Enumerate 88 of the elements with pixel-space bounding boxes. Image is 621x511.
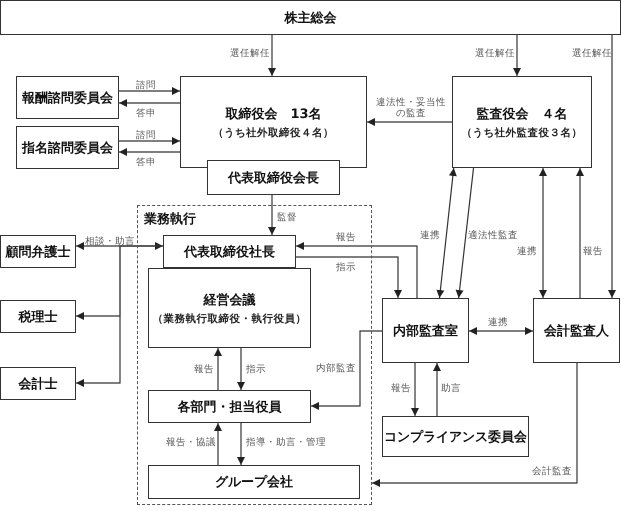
edge-label: 答申: [136, 157, 156, 168]
group-title: 業務執行: [144, 211, 196, 228]
edge-label: 選任解任: [475, 48, 515, 60]
box-title: 経営会議: [204, 292, 256, 308]
box-title: 指名諮問委員会: [22, 140, 113, 156]
arrow: [411, 363, 419, 416]
arrow: [433, 363, 441, 416]
arrow: [119, 99, 180, 107]
arrow: [436, 168, 457, 298]
box-title: 監査役会 ４名: [476, 106, 568, 122]
meeting-box: [148, 268, 311, 348]
box-title: 顧問弁護士: [6, 244, 70, 260]
edge-label: 報告: [194, 364, 214, 376]
arrow: [469, 327, 533, 335]
box-title: 代表取締役会長: [228, 170, 319, 186]
committee-box: [16, 76, 119, 119]
edge-label: 連携: [488, 317, 508, 328]
arrow: [456, 168, 474, 298]
president-box: [163, 235, 296, 268]
auditor-box: [533, 298, 620, 363]
box-title: グループ会社: [215, 474, 293, 491]
edge-label: 指導・助言・管理: [246, 437, 326, 448]
arrow: [237, 423, 245, 465]
arrow: [576, 168, 584, 298]
edge-label: 諮問: [136, 80, 156, 92]
box-subtitle: （業務執行取締役・執行役員）: [152, 312, 306, 326]
edge-label: 内部監査: [316, 363, 356, 374]
box-subtitle: （うち社外監査役３名）: [462, 126, 582, 140]
board-box: [452, 76, 592, 168]
subsidiary-box: [148, 465, 360, 499]
arrow: [76, 245, 163, 387]
arrow: [76, 242, 163, 250]
department-box: [148, 390, 311, 423]
edge-label: 答申: [136, 108, 156, 120]
box-title: コンプライアンス委員会: [384, 428, 527, 446]
audit-office-box: [382, 298, 469, 363]
edge-label: 指示: [246, 364, 266, 376]
committee-box: [16, 126, 119, 169]
arrow: [539, 168, 547, 298]
board-box: [180, 76, 367, 168]
edge-label: 指示: [336, 262, 356, 274]
box-title: 取締役会 13名: [225, 106, 322, 122]
edge-label: 諮問: [136, 130, 156, 142]
dashed-group-frame: [137, 205, 372, 505]
edge-label: 助言: [441, 383, 461, 394]
arrow: [296, 256, 402, 298]
arrow: [268, 35, 276, 76]
box-title: 会計監査人: [544, 322, 609, 340]
arrow: [372, 363, 578, 487]
arrow: [513, 35, 521, 76]
box-title: 内部監査室: [393, 322, 458, 340]
chairman-box: [207, 160, 340, 195]
edge-label: 報告: [336, 232, 356, 244]
committee-box: [382, 416, 529, 457]
edge-label: 報告・協議: [166, 437, 216, 448]
arrow: [296, 242, 418, 298]
box-subtitle: （うち社外取締役４名）: [213, 126, 334, 140]
arrow: [214, 423, 222, 465]
arrow: [608, 35, 616, 298]
edge-label: 連携: [420, 230, 440, 242]
edge-label: 相談・助言: [85, 236, 135, 248]
box-title: 報酬諮問委員会: [22, 90, 113, 106]
box-title: 税理士: [18, 308, 58, 326]
box-title: 会計士: [18, 376, 58, 392]
edge-label: 選任解任: [572, 48, 612, 60]
edge-label: 適法性監査: [468, 230, 518, 242]
arrow: [214, 348, 222, 390]
arrow: [119, 148, 180, 156]
edge-label: 会計監査: [532, 466, 572, 478]
advisor-box: [0, 300, 76, 333]
arrow: [119, 87, 180, 95]
advisor-box: [0, 235, 76, 268]
arrow: [268, 195, 276, 235]
edge-label: 選任解任: [230, 48, 270, 60]
edge-label: 連携: [517, 246, 537, 258]
box-title: 株主総会: [284, 10, 336, 26]
arrow: [119, 137, 180, 145]
arrow: [311, 330, 382, 410]
arrow: [367, 118, 452, 126]
edge-label: 報告: [583, 246, 603, 258]
box-title: 各部門・担当役員: [178, 398, 282, 416]
edge-label: 監督: [277, 212, 297, 224]
meeting-box: [0, 0, 621, 35]
arrow: [237, 348, 245, 390]
edge-label: 報告: [391, 383, 411, 394]
edge-label: 違法性・妥当性の監査: [376, 97, 446, 120]
box-title: 代表取締役社長: [184, 244, 275, 260]
advisor-box: [0, 367, 76, 400]
